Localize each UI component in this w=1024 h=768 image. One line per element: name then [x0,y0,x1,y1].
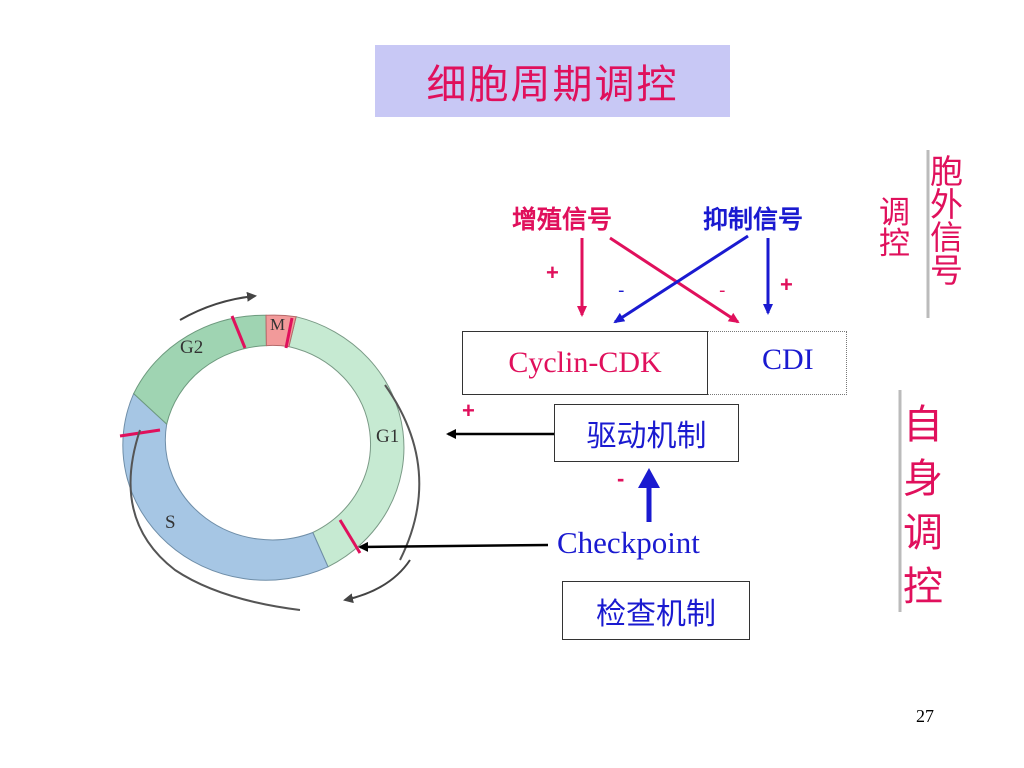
proliferation-to-cdi-arrow [609,236,740,324]
inhibition-to-cyclin-arrow [613,234,749,324]
self-reg-char: 调 [903,510,943,556]
extracellular-label-col1: 调 控 [879,198,910,260]
plus-sign-left: + [546,260,559,285]
cycle-arrow-top [179,291,257,321]
signal-arrows [577,234,773,324]
minus-sign-right: - [719,280,726,301]
ext-col2-char: 胞 [930,152,963,191]
phase-label-m: M [270,315,286,334]
cyclin-cdk-label: Cyclin-CDK [508,346,662,379]
plus-sign-drive: + [462,398,475,423]
ext-col1-char: 控 [879,226,910,262]
plus-sign-right: + [780,272,793,297]
slide-title: 细胞周期调控 [375,45,730,117]
g2-m-checkpoint-mark [230,315,247,349]
phase-label-g1: G1 [376,426,400,447]
minus-sign-checkpoint: - [617,466,625,491]
self-regulation-label: 自 身 调 控 [903,398,943,614]
drive-mechanism-box: 驱动机制 [554,404,739,462]
cdi-label: CDI [762,343,814,376]
inspection-mechanism-box: 检查机制 [562,581,750,640]
checkpoint-to-cycle-arrow [358,541,549,552]
inspection-mechanism-label: 检查机制 [596,596,716,632]
phase-label-s: S [165,512,176,533]
checkpoint-label: Checkpoint [557,525,700,560]
extracellular-label-col2: 胞 外 信 号 [930,155,963,287]
m-mark [284,317,294,349]
drive-mechanism-label: 驱动机制 [586,419,707,454]
self-reg-char: 控 [903,564,943,610]
ext-col1-char: 调 [879,195,910,231]
cycle-arrow-bottom-right [343,559,411,604]
minus-sign-left: - [618,280,625,301]
ext-col2-char: 外 [930,185,963,224]
ext-col2-char: 号 [930,251,963,290]
self-reg-char: 身 [903,456,943,502]
ext-col2-char: 信 [930,218,963,257]
proliferation-signal-label: 增殖信号 [512,205,613,234]
cell-cycle-ring [119,291,421,611]
s-segment [122,392,329,581]
slide-title-text: 细胞周期调控 [426,62,679,108]
self-reg-char: 自 [903,402,943,448]
checkpoint-to-drive-arrowhead [638,468,660,488]
page-number: 27 [916,706,934,726]
cycle-arrow-right [384,384,421,561]
cyclin-cdk-box: Cyclin-CDK [462,331,708,395]
g2-segment [133,314,267,426]
g1-s-checkpoint-mark [338,519,362,554]
phase-label-g2: G2 [180,337,204,358]
cycle-arrow-left [129,429,301,611]
inhibition-signal-label: 抑制信号 [703,205,804,234]
